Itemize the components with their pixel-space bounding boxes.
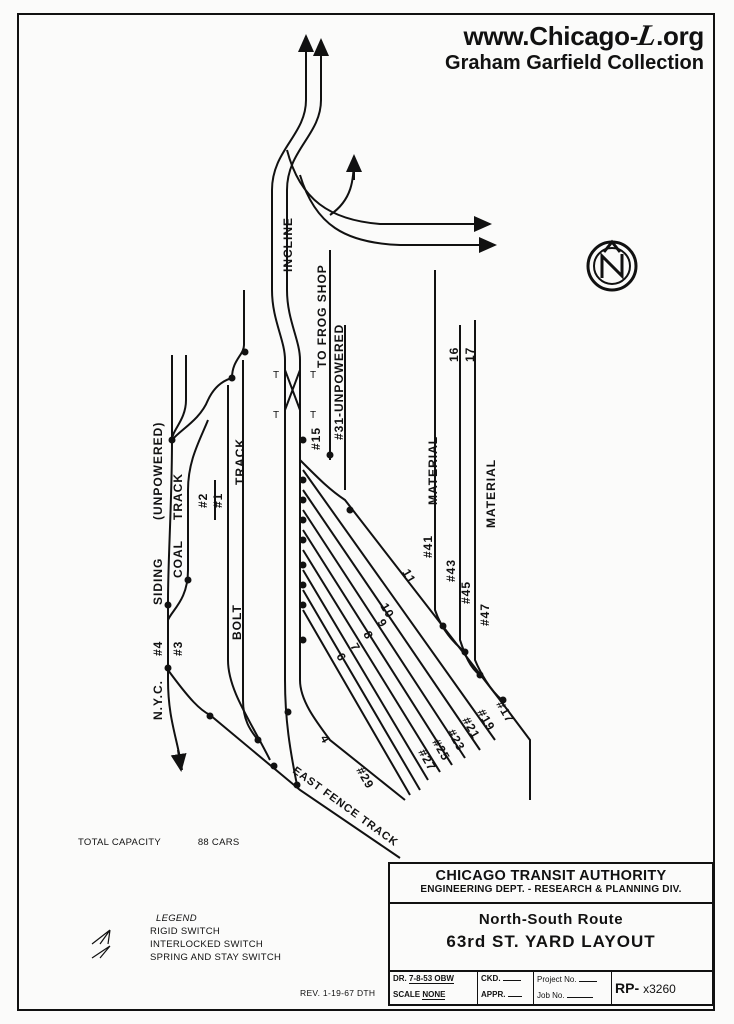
- label-t-mark-1: T: [273, 370, 280, 381]
- incline-track-east: [286, 40, 322, 680]
- label-sw4: #4: [151, 641, 165, 656]
- label-sw29: #29: [353, 765, 377, 792]
- track-lines: [167, 36, 531, 859]
- legend: LEGEND RIGID SWITCH INTERLOCKED SWITCH S…: [150, 912, 281, 964]
- label-track-bolt: TRACK: [233, 438, 247, 485]
- siding-spur: [171, 355, 187, 441]
- interlock-crossover: [284, 369, 301, 411]
- label-east-fence: EAST FENCE TRACK: [290, 765, 400, 849]
- label-sw47: #47: [478, 603, 492, 626]
- switch-points: [164, 348, 507, 789]
- label-t-mark-4: T: [310, 410, 317, 421]
- capacity-label: TOTAL CAPACITY: [78, 837, 161, 848]
- revision-note: REV. 1-19-67 DTH: [300, 988, 376, 998]
- label-material1: MATERIAL: [426, 436, 440, 505]
- ladder-lead: [299, 459, 531, 800]
- label-sw15: #15: [309, 427, 323, 450]
- legend-title: LEGEND: [156, 913, 197, 924]
- label-nyc: N.Y.C.: [151, 680, 165, 720]
- watermark: www.Chicago-L.org Graham Garfield Collec…: [445, 19, 705, 74]
- label-sw41: #41: [421, 535, 435, 558]
- label-t10: 10: [377, 601, 397, 621]
- label-sw45: #45: [459, 581, 473, 604]
- material-17a: [459, 325, 481, 676]
- legend-item-interlocked: INTERLOCKED SWITCH: [150, 939, 264, 950]
- watermark-url: www.Chicago-L.org: [463, 19, 705, 52]
- drawn-cell: DR. 7-8-53 OBW SCALE NONE: [390, 970, 478, 1006]
- track-19: [302, 489, 481, 751]
- label-bolt: BOLT: [230, 604, 244, 640]
- label-sw43: #43: [444, 559, 458, 582]
- north-arrow-icon: [586, 239, 638, 292]
- label-t17: 17: [463, 347, 477, 362]
- rp-number-cell: RP-x3260: [615, 980, 676, 996]
- bolt-lead: [231, 290, 245, 379]
- total-capacity: TOTAL CAPACITY 88 CARS: [78, 837, 240, 848]
- label-track-coal: TRACK: [171, 473, 185, 520]
- coal-crossover: [171, 377, 233, 441]
- label-sw1: #1: [211, 493, 225, 508]
- track-21: [302, 509, 466, 759]
- project-cell: Project No. Job No.: [534, 970, 612, 1006]
- label-incline: INCLINE: [281, 217, 295, 272]
- label-unpowered: (UNPOWERED): [151, 422, 165, 520]
- legend-item-spring: SPRING AND STAY SWITCH: [150, 952, 282, 963]
- legend-symbols: [91, 929, 111, 959]
- legend-item-rigid: RIGID SWITCH: [150, 926, 221, 937]
- label-t9: 9: [374, 617, 390, 631]
- east-lead-upper: [286, 149, 492, 232]
- track-extra: [302, 589, 421, 791]
- label-t11: 11: [399, 567, 418, 587]
- title-block-dept: ENGINEERING DEPT. - RESEARCH & PLANNING …: [420, 884, 682, 895]
- incline-south: [284, 679, 298, 786]
- track-6: [302, 609, 411, 796]
- label-t-mark-3: T: [273, 410, 280, 421]
- label-material2: MATERIAL: [484, 459, 498, 528]
- east-lead-lower: [299, 174, 497, 253]
- title-block-org: CHICAGO TRANSIT AUTHORITY: [435, 868, 667, 884]
- track-1: [242, 360, 259, 741]
- bolt-track: [227, 385, 271, 761]
- label-t-mark-2: T: [310, 370, 317, 381]
- track-27: [302, 569, 429, 781]
- track-17: [302, 469, 496, 741]
- label-t4: 4: [317, 733, 333, 747]
- watermark-collection: Graham Garfield Collection: [445, 52, 704, 74]
- sheet-border: [17, 13, 715, 1011]
- label-siding: SIDING: [151, 558, 165, 605]
- label-coal: COAL: [171, 540, 185, 578]
- capacity-value: 88 CARS: [197, 837, 240, 848]
- track-4: [299, 679, 406, 801]
- track-23: [302, 529, 453, 766]
- label-t6: 6: [333, 651, 349, 665]
- label-unpowered31: #31-UNPOWERED: [332, 324, 346, 440]
- label-sw2: #2: [196, 493, 210, 508]
- label-frog-shop: TO FROG SHOP: [315, 264, 329, 368]
- label-t7: 7: [347, 641, 363, 655]
- incline-track-west: [271, 36, 307, 680]
- coal-track: [167, 419, 209, 621]
- siding-track: [167, 355, 183, 771]
- checked-cell: CKD. APPR.: [478, 970, 534, 1006]
- material-16: [434, 270, 466, 653]
- direction-arrow-icon: [170, 34, 362, 772]
- title-block-route: North-South Route: [478, 911, 624, 928]
- track-25: [302, 549, 441, 773]
- label-t16: 16: [447, 347, 461, 362]
- material-17b: [474, 320, 503, 701]
- north-stub: [329, 155, 355, 216]
- title-block-name: 63rd ST. YARD LAYOUT: [446, 932, 656, 951]
- label-sw3: #3: [171, 641, 185, 656]
- title-block: CHICAGO TRANSIT AUTHORITY ENGINEERING DE…: [388, 862, 714, 1006]
- label-sw17: #17: [493, 699, 517, 726]
